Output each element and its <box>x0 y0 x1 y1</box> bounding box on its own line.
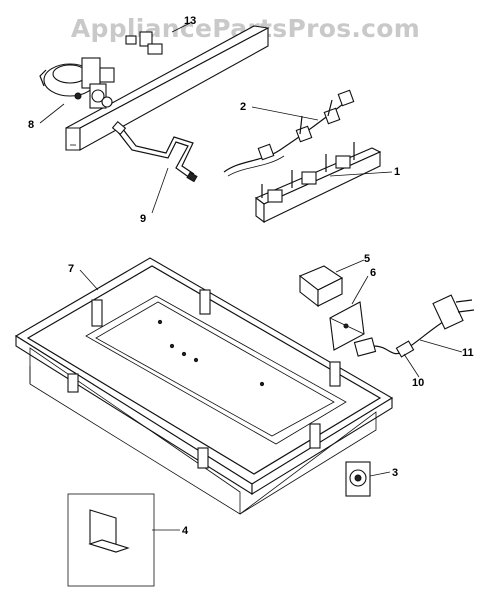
callout-13: 13 <box>184 15 196 27</box>
clip-part <box>67 493 155 587</box>
callout-9: 9 <box>140 213 146 225</box>
switch-part <box>345 461 371 497</box>
gas-tube-part <box>111 120 198 183</box>
cooktop-pan-part <box>14 257 394 515</box>
callout-11: 11 <box>462 347 474 359</box>
leader-lines <box>39 21 463 531</box>
gas-valve-part <box>39 57 115 109</box>
module-bracket-part <box>329 301 365 351</box>
manifold-tube-part <box>65 25 270 151</box>
callout-3: 3 <box>392 467 398 479</box>
callout-4: 4 <box>182 525 189 537</box>
power-cord-part <box>353 294 475 358</box>
ignition-module-part <box>298 265 344 308</box>
callout-1: 1 <box>394 166 400 178</box>
callout-labels: 13 8 9 2 1 7 5 6 11 10 3 4 <box>28 15 474 537</box>
callout-5: 5 <box>364 253 370 265</box>
igniter-harness-part <box>223 89 355 177</box>
callout-7: 7 <box>68 263 74 275</box>
callout-2: 2 <box>240 101 246 113</box>
callout-6: 6 <box>370 267 376 279</box>
callout-10: 10 <box>412 377 424 389</box>
fitting-part <box>125 31 163 55</box>
igniter-rail-part <box>254 142 382 224</box>
callout-8: 8 <box>28 119 34 131</box>
